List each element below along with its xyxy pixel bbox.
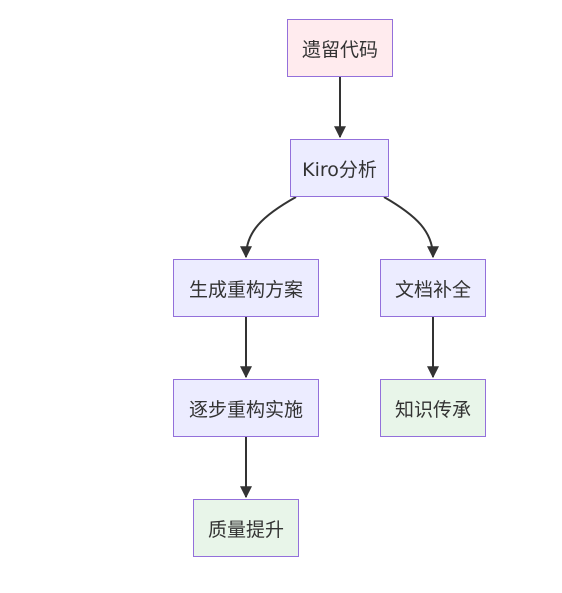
node-label: 生成重构方案 bbox=[188, 278, 303, 301]
node-label: 逐步重构实施 bbox=[188, 398, 303, 421]
node-label: 文档补全 bbox=[394, 278, 471, 301]
node-complete-docs: 文档补全 bbox=[380, 259, 486, 317]
edge-kiro-to-docs bbox=[383, 196, 439, 259]
node-quality-improvement: 质量提升 bbox=[193, 499, 299, 557]
node-gradual-refactor: 逐步重构实施 bbox=[173, 379, 319, 437]
node-legacy-code: 遗留代码 bbox=[287, 19, 393, 77]
node-generate-refactor-plan: 生成重构方案 bbox=[173, 259, 319, 317]
node-kiro-analysis: Kiro分析 bbox=[290, 139, 389, 197]
node-label: 知识传承 bbox=[394, 398, 471, 421]
edge-kiro-to-plan bbox=[240, 196, 297, 259]
node-knowledge-transfer: 知识传承 bbox=[380, 379, 486, 437]
node-label: 质量提升 bbox=[207, 518, 284, 541]
node-label: Kiro分析 bbox=[302, 158, 377, 181]
node-label: 遗留代码 bbox=[301, 38, 378, 61]
